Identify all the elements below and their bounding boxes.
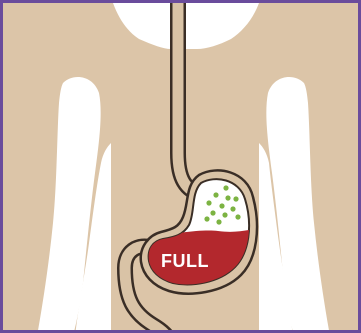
- stomach-status-label: FULL: [161, 251, 209, 271]
- bubble: [206, 200, 211, 205]
- bubble: [204, 216, 209, 221]
- bubble: [210, 210, 215, 215]
- bubble: [219, 203, 224, 208]
- bubble: [222, 212, 227, 217]
- bubble: [225, 195, 230, 200]
- bubble: [216, 219, 221, 224]
- bubble: [233, 196, 238, 201]
- bubble: [230, 206, 235, 211]
- bubble: [223, 185, 228, 190]
- bubble: [235, 214, 240, 219]
- bubble: [213, 192, 218, 197]
- stomach-diagram: FULL: [3, 3, 361, 333]
